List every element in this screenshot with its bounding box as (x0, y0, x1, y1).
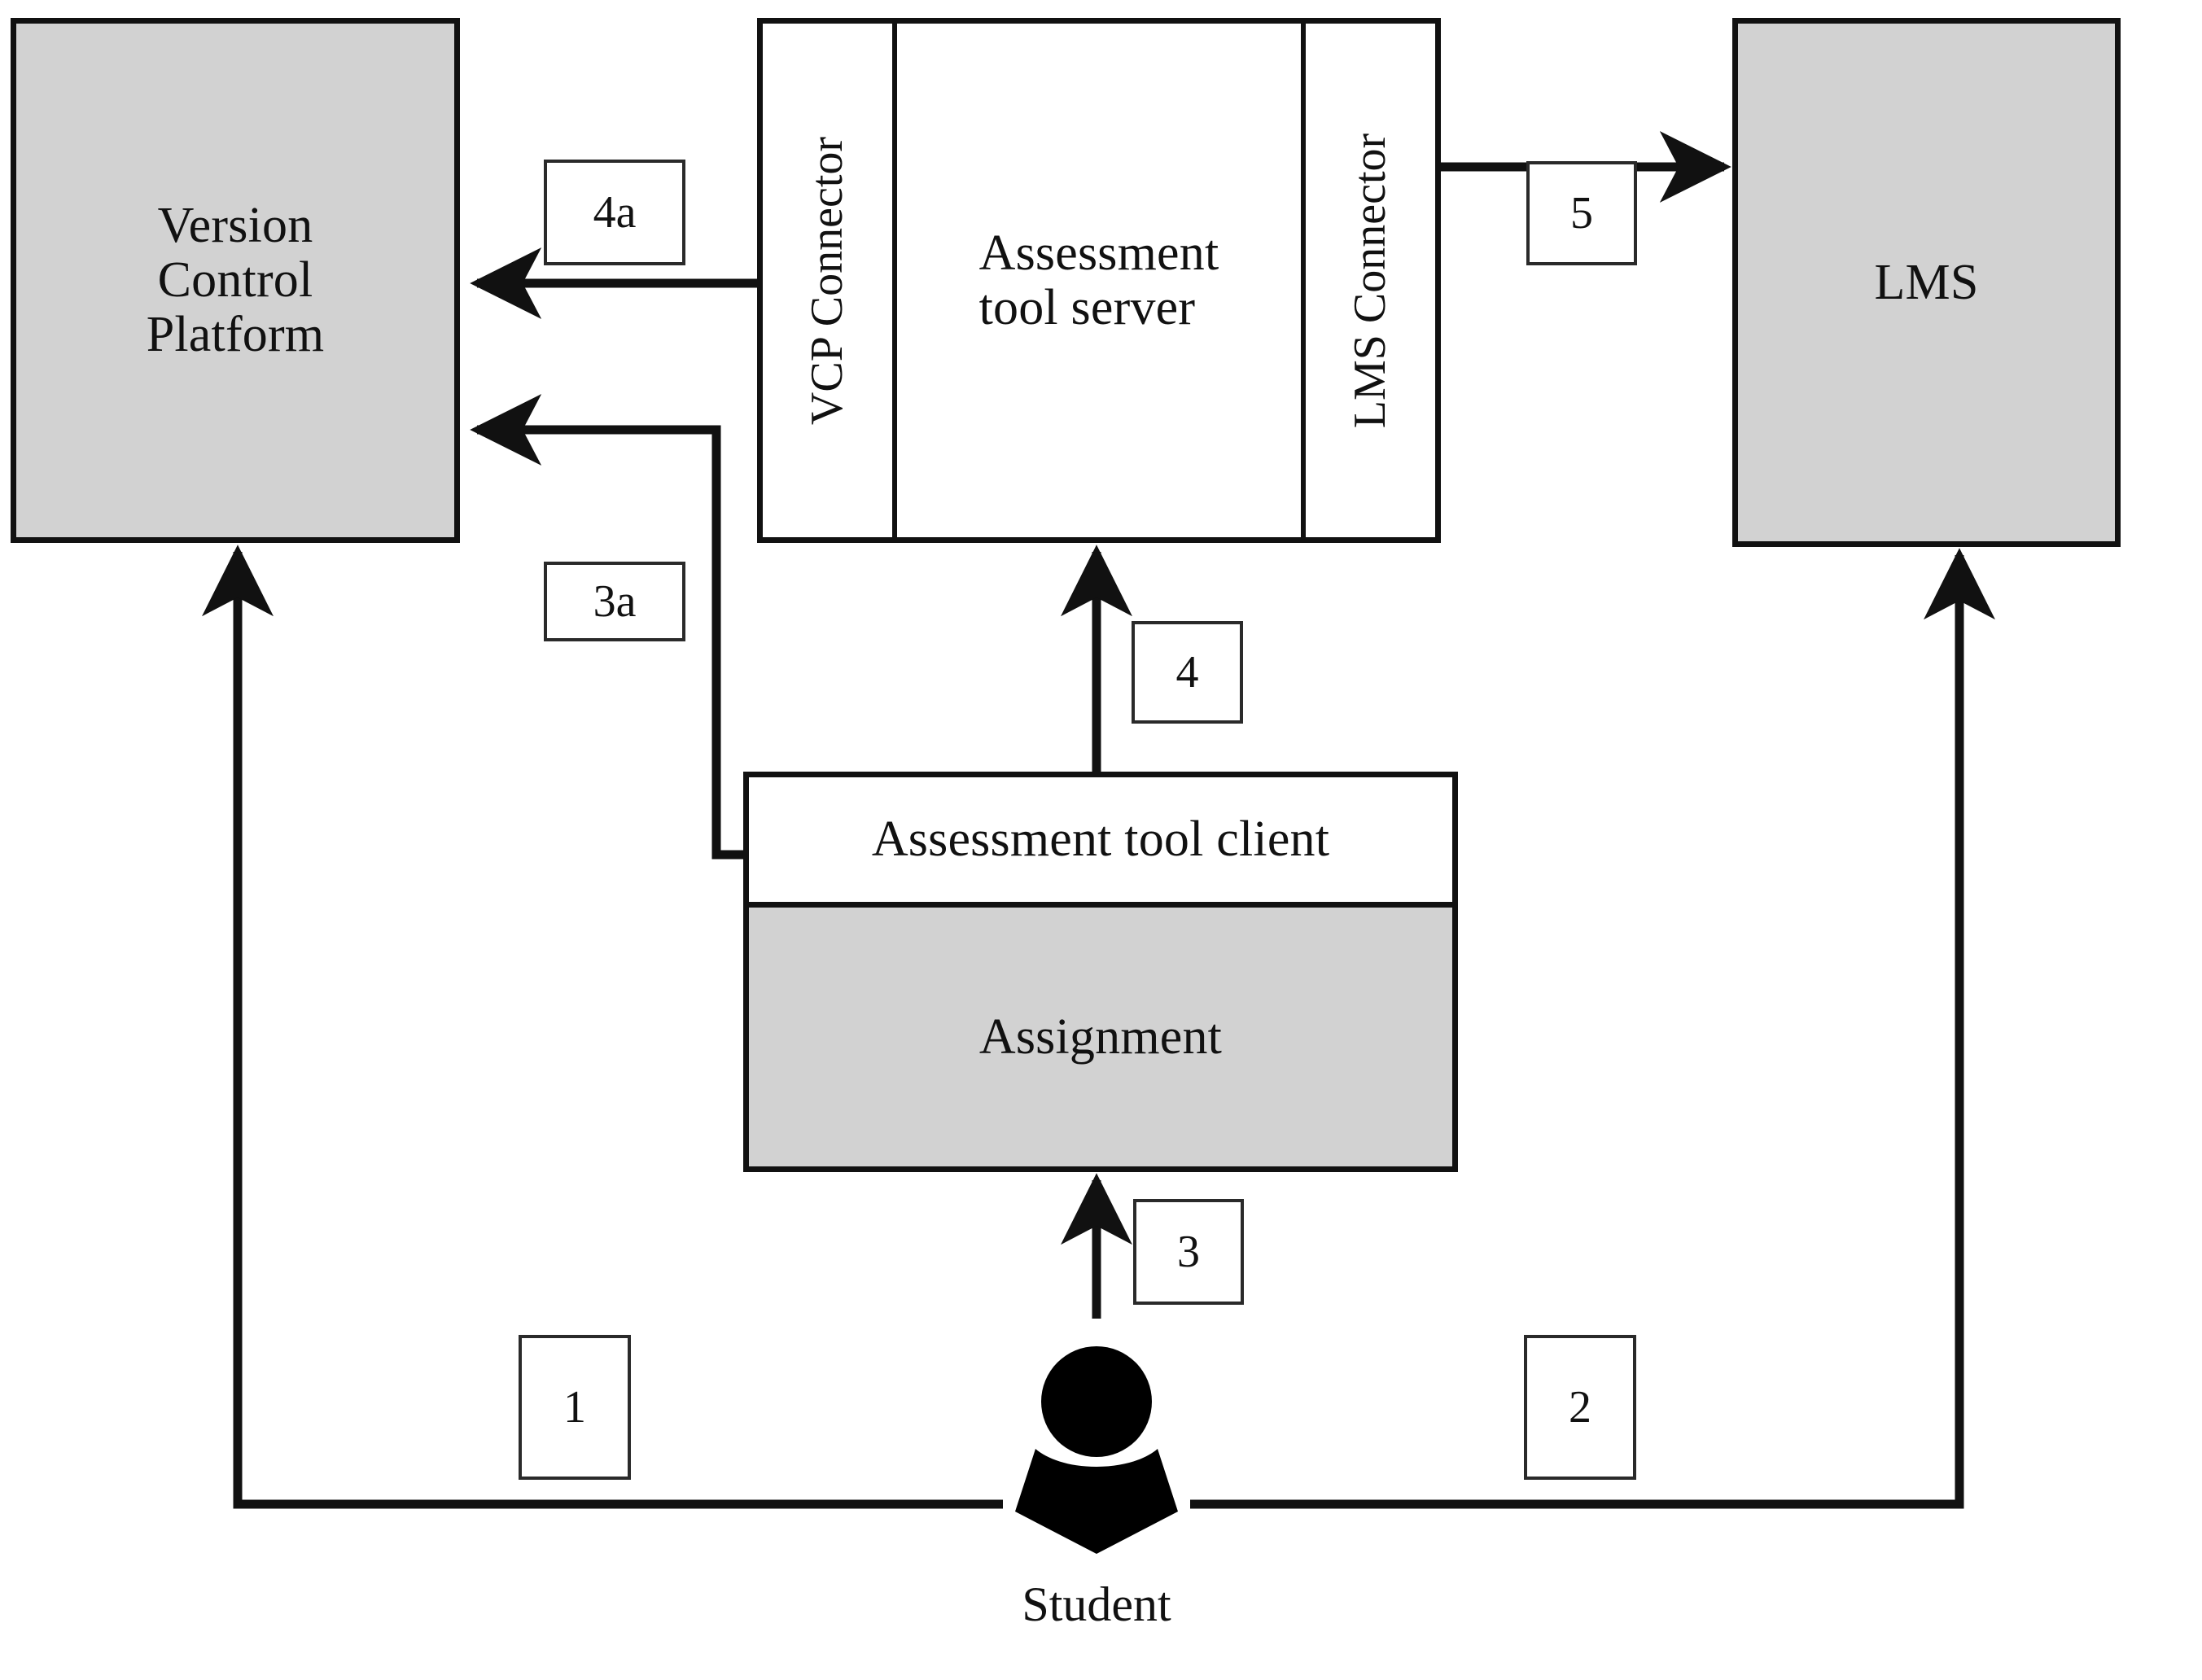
vcp-label-stack: Version Control Platform (147, 199, 325, 362)
step-tag-4a: 4a (544, 160, 685, 265)
actor-student[interactable]: Student (1003, 1345, 1190, 1678)
vcp-label-line1: Version (157, 198, 313, 254)
lms-label: LMS (1874, 254, 1979, 310)
step-tag-4: 4 (1132, 621, 1243, 724)
step-tag-1-text: 1 (563, 1382, 586, 1433)
node-assessment-tool-server[interactable]: Assessment tool server (897, 24, 1301, 537)
step-tag-2: 2 (1524, 1335, 1636, 1480)
step-tag-2-text: 2 (1569, 1382, 1591, 1433)
step-tag-4a-text: 4a (593, 187, 637, 238)
step-tag-4-text: 4 (1175, 647, 1199, 698)
step-tag-5-text: 5 (1570, 188, 1593, 238)
node-client-composite[interactable]: Assessment tool client Assignment (743, 772, 1458, 1172)
edge-3a-line (470, 394, 743, 860)
node-version-control-platform[interactable]: Version Control Platform (11, 18, 460, 543)
vcp-label-line2: Control (157, 252, 313, 308)
step-tag-1: 1 (519, 1335, 631, 1480)
vcp-connector-label: VCP Connector (802, 136, 853, 425)
node-assignment[interactable]: Assignment (749, 908, 1452, 1166)
vcp-label-line3: Platform (146, 306, 325, 362)
assignment-label: Assignment (978, 1008, 1223, 1065)
student-label: Student (1022, 1577, 1171, 1631)
node-assessment-tool-server-composite[interactable]: VCP Connector Assessment tool server LMS… (757, 18, 1441, 543)
step-tag-3-text: 3 (1177, 1227, 1200, 1277)
node-lms[interactable]: LMS (1732, 18, 2121, 547)
server-label-line2: tool server (978, 279, 1196, 335)
edge-2-line (1190, 548, 1995, 1509)
step-tag-5: 5 (1526, 161, 1637, 265)
step-tag-3: 3 (1133, 1199, 1244, 1305)
step-tag-3a: 3a (544, 562, 685, 641)
node-assessment-tool-client[interactable]: Assessment tool client (749, 777, 1452, 908)
edge-1-line (202, 545, 1003, 1509)
step-tag-3a-text: 3a (593, 576, 637, 627)
lms-connector-label: LMS Connector (1345, 133, 1396, 428)
student-person-icon (1015, 1346, 1178, 1554)
client-label: Assessment tool client (871, 812, 1330, 868)
server-label-line1: Assessment (978, 225, 1219, 281)
node-vcp-connector[interactable]: VCP Connector (763, 24, 897, 537)
node-lms-connector[interactable]: LMS Connector (1301, 24, 1435, 537)
server-label-stack: Assessment tool server (978, 225, 1219, 335)
